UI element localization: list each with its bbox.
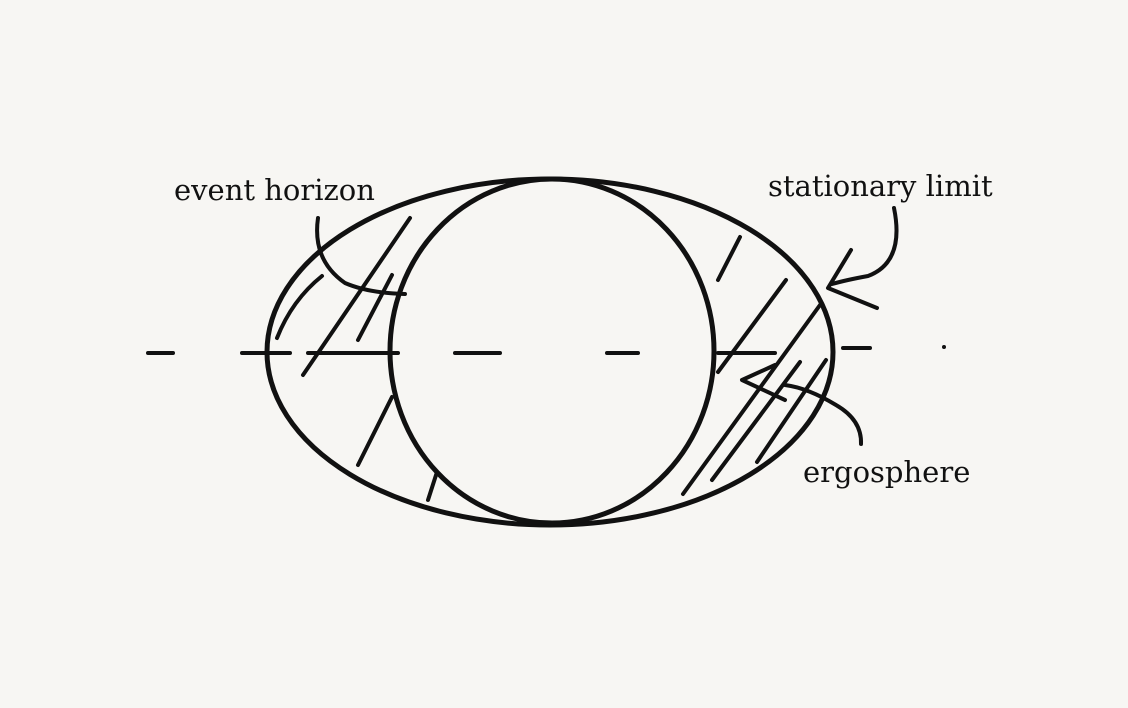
ergosphere-pointer (783, 383, 864, 446)
label-pointers (315, 206, 899, 446)
axis-dot (942, 345, 946, 349)
ergosphere-label: ergosphere (803, 455, 971, 489)
event-horizon-label: event horizon (174, 173, 375, 207)
left-ergosphere-hatching (275, 216, 439, 502)
event-horizon-pointer (315, 216, 407, 296)
stationary-limit-label: stationary limit (768, 169, 993, 203)
right-ergosphere-hatching (681, 235, 828, 496)
equatorial-axis (146, 346, 872, 355)
stationary-limit-arrowhead (826, 248, 879, 310)
stationary-limit-pointer (830, 206, 899, 286)
ergosphere-arrowhead (740, 363, 787, 402)
